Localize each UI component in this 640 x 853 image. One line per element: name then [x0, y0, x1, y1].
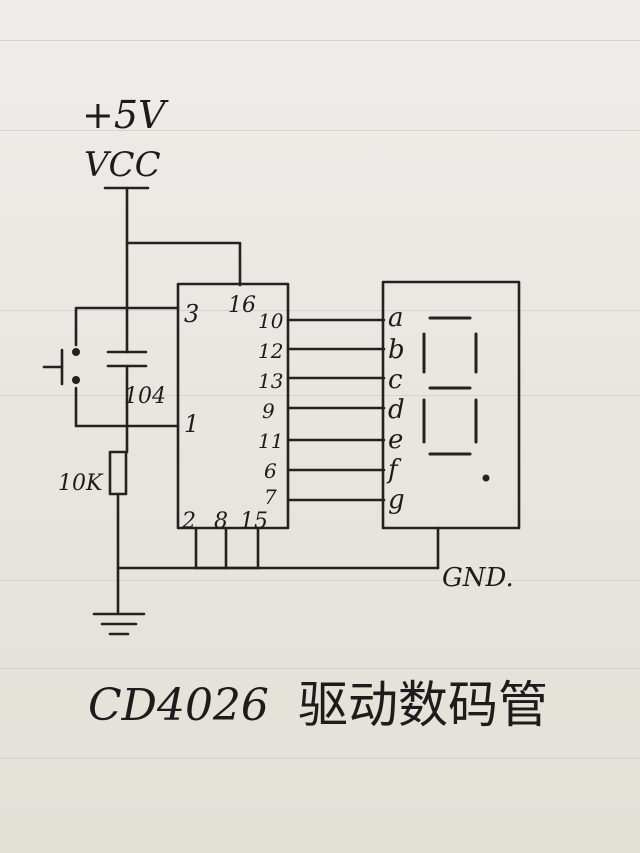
segment-label-g: g — [388, 485, 405, 515]
segment-label-d: d — [388, 395, 405, 425]
seven-segment-display — [381, 280, 521, 530]
ic-chip-body — [176, 282, 290, 530]
chip-pin-16: 16 — [228, 293, 256, 318]
caption-description: 驱动数码管 — [298, 676, 548, 734]
ruled-line — [0, 40, 640, 41]
chip-pin-11: 11 — [258, 429, 283, 453]
chip-pin-10: 10 — [258, 309, 284, 333]
push-button-switch — [42, 348, 180, 428]
chip-pin-1: 1 — [184, 410, 199, 438]
chip-pin-12: 12 — [258, 339, 283, 363]
ruled-line — [0, 310, 640, 311]
chip-pin-9: 9 — [262, 399, 275, 423]
ground-wires — [116, 526, 440, 570]
resistor-value-label: 10K — [58, 471, 104, 496]
ground-symbol — [92, 612, 146, 636]
capacitor — [106, 350, 148, 454]
segment-label-f: f — [386, 455, 402, 485]
ruled-line — [0, 758, 640, 759]
segment-label-e: e — [388, 425, 403, 455]
segment-label-b: b — [388, 335, 405, 365]
vcc-rail — [74, 186, 242, 354]
caption-chip-name: CD4026 — [88, 680, 269, 731]
ruled-line — [0, 668, 640, 669]
supply-rail-label: VCC — [84, 145, 161, 185]
ground-label: GND. — [442, 563, 514, 593]
chip-pin-7: 7 — [264, 485, 277, 509]
resistor — [108, 450, 128, 614]
digit-segments — [422, 316, 490, 482]
chip-pin-6: 6 — [264, 459, 277, 483]
ruled-line — [0, 395, 640, 396]
segment-label-a: a — [388, 303, 404, 333]
supply-voltage-label: +5V — [82, 93, 169, 137]
segment-wires — [286, 318, 386, 502]
capacitor-value-label: 104 — [124, 384, 166, 409]
chip-pin-2: 2 — [181, 509, 196, 534]
ruled-line — [0, 580, 640, 581]
chip-pin-15: 15 — [240, 509, 268, 534]
segment-label-c: c — [388, 365, 403, 395]
chip-pin-3: 3 — [184, 300, 199, 328]
ruled-line — [0, 130, 640, 131]
chip-pin-13: 13 — [258, 369, 283, 393]
chip-pin-8: 8 — [214, 509, 228, 534]
